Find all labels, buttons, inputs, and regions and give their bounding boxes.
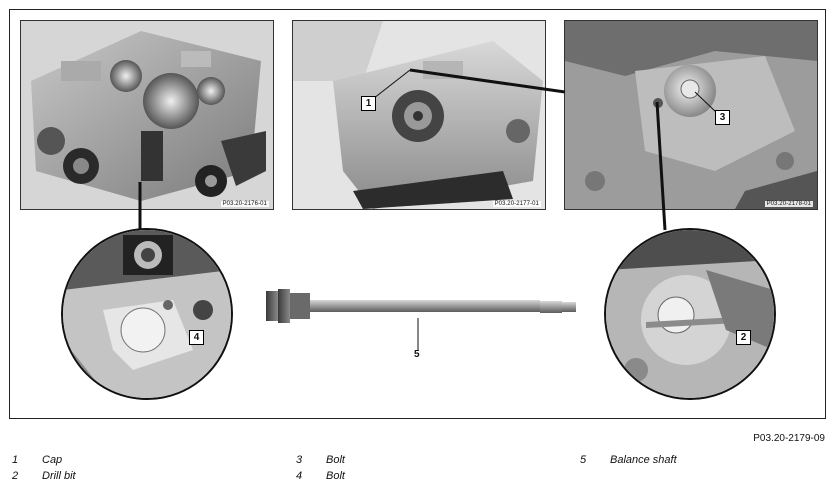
engine-front-photo: P03.20-2177-01: [292, 20, 546, 210]
legend-number: 4: [296, 470, 303, 482]
legend-number: 3: [296, 454, 303, 466]
callout-3: 3: [715, 110, 730, 125]
cap-closeup-photo: P03.20-2178-01: [564, 20, 818, 210]
right-detail-circle: [604, 228, 776, 400]
legend-label: Drill bit: [42, 470, 76, 482]
legend-label: Bolt: [326, 470, 345, 482]
legend-number: 1: [12, 454, 19, 466]
photo-code: P03.20-2177-01: [492, 201, 541, 207]
figure-code: P03.20-2179-09: [753, 433, 825, 444]
callout-5: 5: [414, 349, 420, 360]
photo-code: P03.20-2176-01: [220, 201, 269, 207]
engine-overview-photo: P03.20-2176-01: [20, 20, 274, 210]
legend-label: Cap: [42, 454, 63, 466]
left-detail-circle: [61, 228, 233, 400]
photo-code: P03.20-2178-01: [764, 201, 813, 207]
legend-label: Bolt: [326, 454, 345, 466]
legend-number: 5: [580, 454, 587, 466]
callout-4: 4: [189, 330, 204, 345]
balance-shaft: [266, 289, 576, 323]
legend-label: Balance shaft: [610, 454, 677, 466]
legend: 1 Cap 2 Drill bit 3 Bolt 4 Bolt 5 Balanc…: [0, 454, 837, 490]
callout-1: 1: [361, 96, 376, 111]
callout-2: 2: [736, 330, 751, 345]
legend-number: 2: [12, 470, 19, 482]
